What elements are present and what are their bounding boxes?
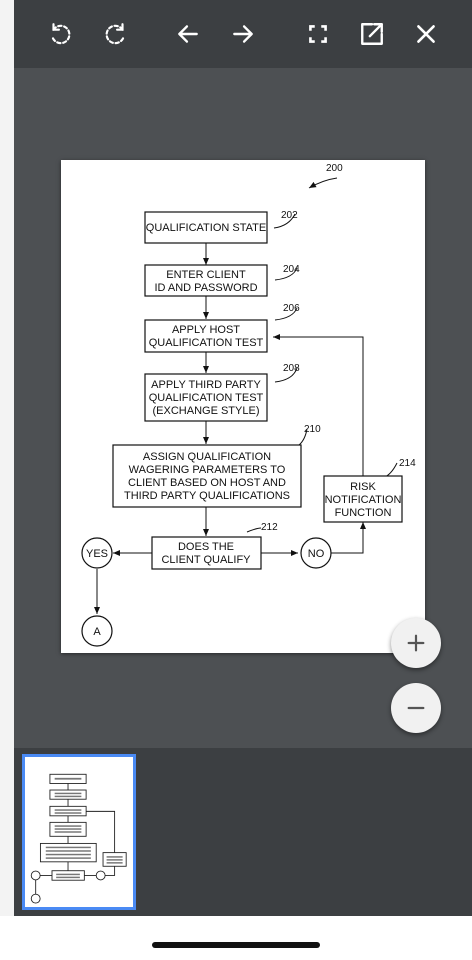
svg-text:THIRD PARTY QUALIFICATIONS: THIRD PARTY QUALIFICATIONS xyxy=(124,490,290,502)
minus-icon xyxy=(407,706,425,710)
box-qualification-state: QUALIFICATION STATE xyxy=(144,211,268,244)
ref-214: 214 xyxy=(399,458,416,469)
svg-text:ENTER CLIENT: ENTER CLIENT xyxy=(166,269,246,281)
home-indicator xyxy=(152,942,320,948)
box-enter-client-id: ENTER CLIENT ID AND PASSWORD xyxy=(144,264,268,297)
box-apply-host-test: APPLY HOST QUALIFICATION TEST xyxy=(144,319,268,353)
box-assign-parameters: ASSIGN QUALIFICATION WAGERING PARAMETERS… xyxy=(112,444,302,508)
previous-button[interactable] xyxy=(168,14,208,54)
box-risk-notification: RISK NOTIFICATION FUNCTION xyxy=(323,475,403,523)
fullscreen-button[interactable] xyxy=(298,14,338,54)
ref-208: 208 xyxy=(283,363,300,374)
close-icon xyxy=(417,25,435,43)
svg-text:NOTIFICATION: NOTIFICATION xyxy=(325,494,402,506)
svg-text:CLIENT BASED ON HOST AND: CLIENT BASED ON HOST AND xyxy=(128,477,286,489)
svg-text:QUALIFICATION STATE: QUALIFICATION STATE xyxy=(146,222,266,234)
svg-text:CLIENT QUALIFY: CLIENT QUALIFY xyxy=(161,554,251,566)
page-thumbnail-selected[interactable] xyxy=(22,754,136,910)
zoom-in-button[interactable] xyxy=(391,618,441,668)
viewer-toolbar xyxy=(14,0,472,68)
ref-202: 202 xyxy=(281,210,298,221)
svg-text:FUNCTION: FUNCTION xyxy=(335,507,392,519)
ref-204: 204 xyxy=(283,264,300,275)
ref-212: 212 xyxy=(261,522,278,533)
ref-200: 200 xyxy=(326,163,343,174)
svg-text:QUALIFICATION TEST: QUALIFICATION TEST xyxy=(149,337,264,349)
arrow-right-icon xyxy=(233,25,253,43)
zoom-out-button[interactable] xyxy=(391,683,441,733)
svg-text:NO: NO xyxy=(308,548,325,560)
plus-icon xyxy=(407,634,425,652)
flowchart: QUALIFICATION STATE ENTER CLIENT ID AND … xyxy=(81,163,416,647)
svg-text:APPLY HOST: APPLY HOST xyxy=(172,324,240,336)
fullscreen-icon xyxy=(309,25,327,43)
rotate-right-button[interactable] xyxy=(96,14,136,54)
rotate-right-icon xyxy=(105,23,125,45)
svg-text:QUALIFICATION TEST: QUALIFICATION TEST xyxy=(149,392,264,404)
svg-text:A: A xyxy=(93,626,101,638)
svg-text:ID AND PASSWORD: ID AND PASSWORD xyxy=(154,282,257,294)
svg-text:YES: YES xyxy=(86,548,108,560)
next-button[interactable] xyxy=(223,14,263,54)
svg-text:WAGERING PARAMETERS TO: WAGERING PARAMETERS TO xyxy=(129,464,286,476)
svg-text:(EXCHANGE STYLE): (EXCHANGE STYLE) xyxy=(153,405,260,417)
circle-connector-a: A xyxy=(81,615,113,647)
close-button[interactable] xyxy=(406,14,446,54)
svg-text:APPLY THIRD PARTY: APPLY THIRD PARTY xyxy=(151,379,261,391)
open-in-new-icon xyxy=(361,23,383,45)
circle-yes: YES xyxy=(81,537,113,569)
ref-206: 206 xyxy=(283,303,300,314)
arrow-left-icon xyxy=(178,25,198,43)
open-external-button[interactable] xyxy=(352,14,392,54)
rotate-left-button[interactable] xyxy=(40,14,80,54)
ref-210: 210 xyxy=(304,424,321,435)
box-apply-third-party-test: APPLY THIRD PARTY QUALIFICATION TEST (EX… xyxy=(144,373,268,422)
box-client-qualify: DOES THE CLIENT QUALIFY xyxy=(151,536,262,570)
rotate-left-icon xyxy=(51,23,71,45)
svg-text:RISK: RISK xyxy=(350,481,376,493)
document-page: QUALIFICATION STATE ENTER CLIENT ID AND … xyxy=(61,160,425,653)
svg-text:ASSIGN QUALIFICATION: ASSIGN QUALIFICATION xyxy=(143,451,271,463)
thumbnail-preview xyxy=(30,773,127,904)
left-edge-strip xyxy=(0,0,14,916)
svg-text:DOES THE: DOES THE xyxy=(178,541,234,553)
circle-no: NO xyxy=(300,537,332,569)
